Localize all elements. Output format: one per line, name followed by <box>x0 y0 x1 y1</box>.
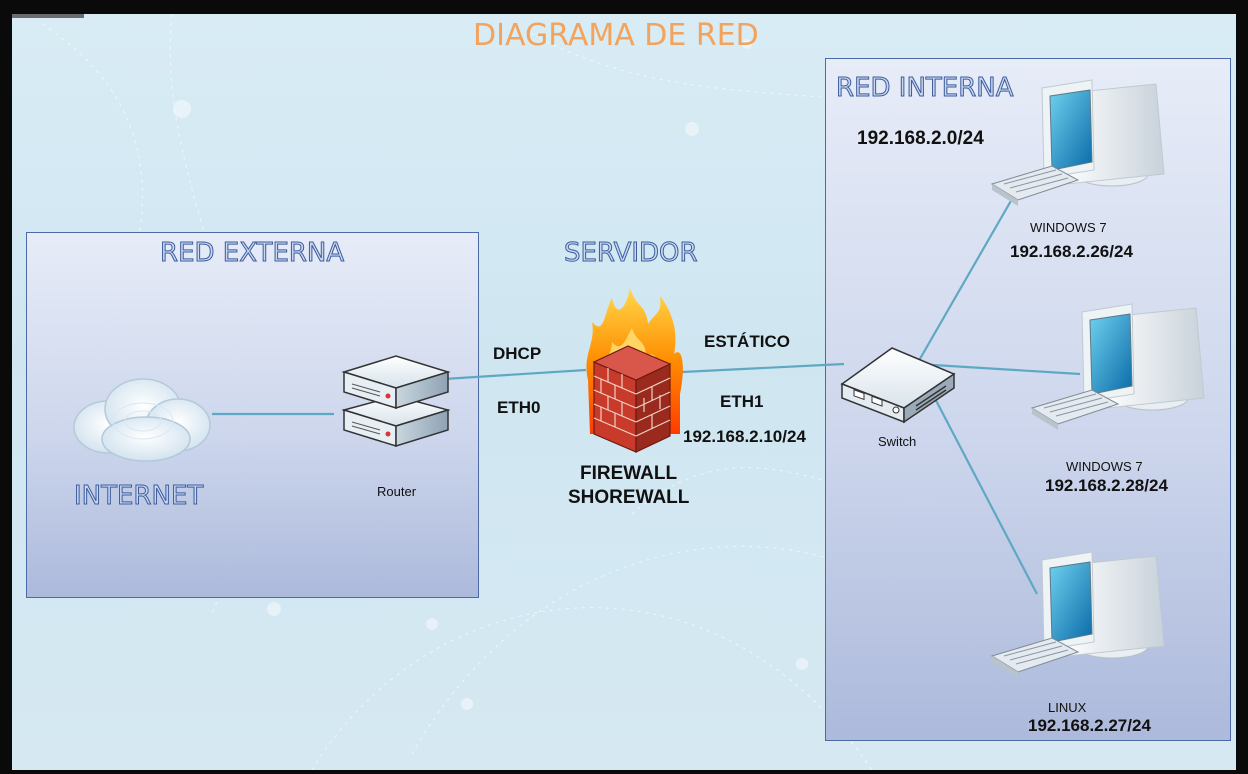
background-decoration <box>12 14 1113 770</box>
switch-pc1-link <box>916 198 1013 365</box>
firewall-icon <box>582 284 688 462</box>
switch-icon <box>838 344 958 424</box>
client-os-label: LINUX <box>1048 700 1087 715</box>
eth1-ip-label: 192.168.2.10/24 <box>683 427 806 446</box>
internal-subnet-label: 192.168.2.0/24 <box>857 128 984 149</box>
internet-cloud-icon <box>68 369 218 469</box>
switch-pc3-link <box>916 363 1038 595</box>
client-os-label: WINDOWS 7 <box>1030 220 1107 235</box>
switch-pc2-link <box>916 362 1081 376</box>
connection-lines <box>212 198 1081 595</box>
router-label: Router <box>377 484 417 499</box>
firewall-label: FIREWALL <box>580 463 678 484</box>
eth1-label: ETH1 <box>720 392 764 411</box>
diagram-title: DIAGRAMA DE RED <box>473 18 759 53</box>
client-ip-label: 192.168.2.26/24 <box>1010 242 1133 261</box>
estatico-label: ESTÁTICO <box>704 332 790 351</box>
client-os-label: WINDOWS 7 <box>1066 459 1143 474</box>
diagram-canvas: DIAGRAMA DE RED RED EXTERNA RED INTERNA … <box>12 14 1236 770</box>
client-pc-icon <box>982 74 1172 234</box>
client-ip-label: 192.168.2.28/24 <box>1045 476 1168 495</box>
router-icon <box>340 350 452 450</box>
dhcp-label: DHCP <box>493 344 542 363</box>
router-firewall-link <box>443 368 587 381</box>
client-pc-icon <box>1022 298 1212 458</box>
client-ip-label: 192.168.2.27/24 <box>1028 716 1151 735</box>
switch-label: Switch <box>878 434 917 449</box>
shorewall-label: SHOREWALL <box>568 487 690 508</box>
client-pc-icon <box>982 546 1172 706</box>
external-network-title: RED EXTERNA <box>159 238 345 269</box>
eth0-label: ETH0 <box>497 398 541 417</box>
internal-network-title: RED INTERNA <box>836 73 1015 104</box>
server-title: SERVIDOR <box>564 238 699 269</box>
firewall-switch-link <box>681 362 845 374</box>
internet-label: INTERNET <box>73 481 204 512</box>
